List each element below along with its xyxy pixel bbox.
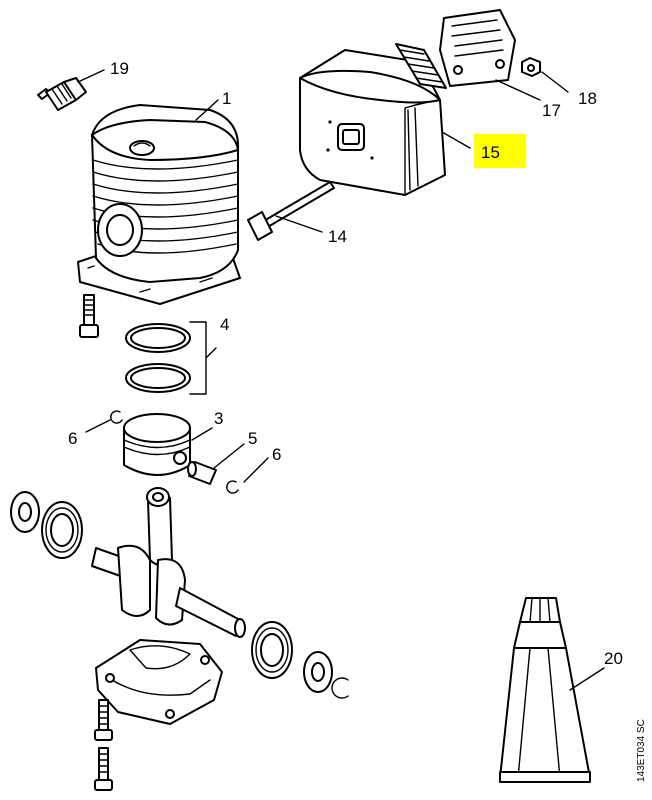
part-crankshaft-bearing-left <box>41 501 83 559</box>
part-circlip-bottom <box>331 677 349 699</box>
part-6-circlip-right <box>226 480 239 494</box>
part-crankcase <box>95 639 223 725</box>
leader-lines <box>77 69 605 691</box>
callout-4: 4 <box>220 315 229 334</box>
part-14-bolt <box>247 181 335 241</box>
callout-17: 17 <box>542 101 561 120</box>
part-6-circlip-left <box>110 410 123 424</box>
part-19-spark-plug <box>37 77 87 111</box>
part-3-piston <box>123 413 191 476</box>
callout-15: 15 <box>481 143 500 162</box>
part-crankshaft <box>91 487 246 638</box>
part-spark-screen <box>395 43 447 89</box>
part-cylinder-screw <box>79 294 99 338</box>
callout-14: 14 <box>328 227 347 246</box>
part-crankshaft-seal-right <box>303 651 333 693</box>
part-1-cylinder <box>77 104 241 305</box>
drawing-code: 143ET034 SC <box>636 719 647 782</box>
callout-6-left: 6 <box>68 429 77 448</box>
callout-5: 5 <box>248 429 257 448</box>
callout-6-right: 6 <box>272 445 281 464</box>
part-15-muffler <box>299 49 446 196</box>
part-17-baffle-plate <box>439 9 516 87</box>
callout-18: 18 <box>578 89 597 108</box>
part-20-grease-tube <box>499 597 591 783</box>
part-4-piston-rings <box>125 323 191 393</box>
part-crankshaft-bearing-right <box>251 621 293 679</box>
callout-15-highlight <box>474 134 526 168</box>
callout-19: 19 <box>110 59 129 78</box>
part-crankcase-screw-upper <box>94 699 113 741</box>
part-crankshaft-seal-left <box>10 491 40 533</box>
callout-3: 3 <box>214 409 223 428</box>
part-5-piston-pin <box>187 461 217 485</box>
part-18-nut <box>521 57 541 77</box>
part-crankcase-screw-lower <box>94 747 113 791</box>
callout-1: 1 <box>222 89 231 108</box>
callout-20: 20 <box>604 649 623 668</box>
